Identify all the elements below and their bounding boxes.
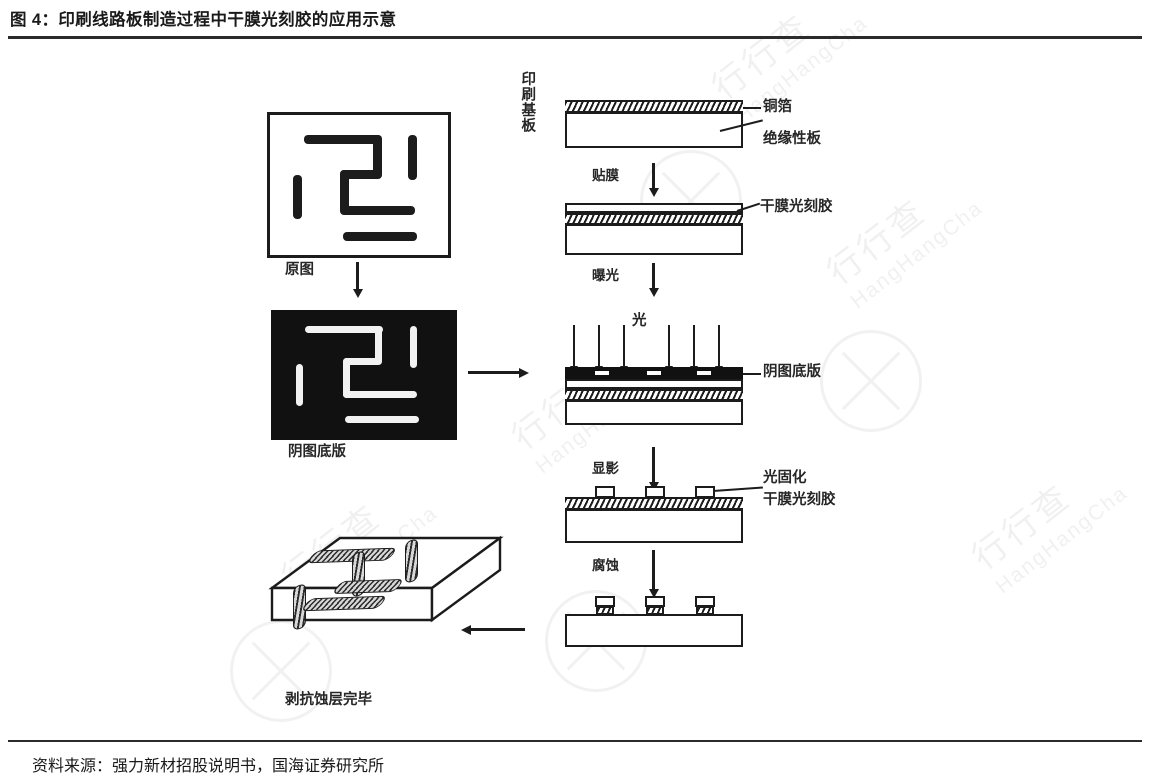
laminate-step-label: 贴膜: [592, 168, 619, 183]
insulating-board-layer: [565, 224, 743, 255]
arrow-expose: [652, 263, 655, 289]
light-ray: [718, 325, 720, 367]
arrow-negative-to-exposure: [468, 371, 520, 374]
header-divider: [8, 36, 1142, 39]
light-ray: [573, 325, 575, 367]
stack-film-laminated: [565, 203, 743, 255]
arrow-original-to-negative: [356, 262, 359, 290]
stack-developed: [565, 497, 743, 543]
dry-film-layer: [565, 203, 743, 213]
insulating-board-layer: [565, 400, 743, 425]
insulating-board-layer: [565, 509, 743, 543]
light-ray: [668, 325, 670, 367]
negative-mask-label: 阴图底版: [763, 364, 821, 380]
arrow-etched-to-finished: [470, 628, 525, 631]
original-artwork-panel: [267, 112, 451, 258]
leader-negative-mask: [743, 373, 761, 375]
stack-substrate: [565, 100, 743, 148]
arrow-laminate: [652, 163, 655, 189]
footer-divider: [8, 740, 1142, 742]
leader-copper-foil: [743, 107, 761, 109]
substrate-group-label: 印刷基板: [519, 71, 536, 133]
insulating-board-layer: [565, 614, 743, 647]
light-ray: [598, 325, 600, 367]
stack-etched: [565, 614, 743, 647]
light-ray: [623, 325, 625, 367]
figure-title: 图 4：印刷线路板制造过程中干膜光刻胶的应用示意: [10, 11, 397, 29]
develop-step-label: 显影: [592, 461, 619, 476]
finished-board-label: 剥抗蚀层完毕: [285, 692, 372, 708]
photocured-resist-label: 干膜光刻胶: [763, 492, 836, 508]
insulating-board-label: 绝缘性板: [763, 131, 821, 147]
arrow-develop: [652, 447, 655, 483]
copper-foil-label: 铜箔: [763, 99, 792, 115]
expose-step-label: 曝光: [592, 268, 619, 283]
negative-mask-layer: [565, 367, 743, 379]
stack-exposure: [565, 367, 743, 425]
original-artwork-label: 原图: [285, 262, 314, 278]
photocured-label: 光固化: [763, 470, 807, 486]
etch-step-label: 腐蚀: [592, 558, 619, 573]
leader-photocured: [712, 486, 763, 492]
negative-artwork-label: 阴图底版: [288, 444, 346, 460]
figure-source: 资料来源：强力新材招股说明书，国海证券研究所: [32, 758, 385, 775]
negative-artwork-panel: [271, 310, 457, 440]
dry-film-resist-label: 干膜光刻胶: [760, 199, 833, 215]
light-ray: [693, 325, 695, 367]
insulating-board-layer: [565, 112, 743, 148]
dry-film-layer: [565, 379, 743, 389]
arrow-etch: [652, 550, 655, 590]
light-label: 光: [632, 313, 647, 329]
